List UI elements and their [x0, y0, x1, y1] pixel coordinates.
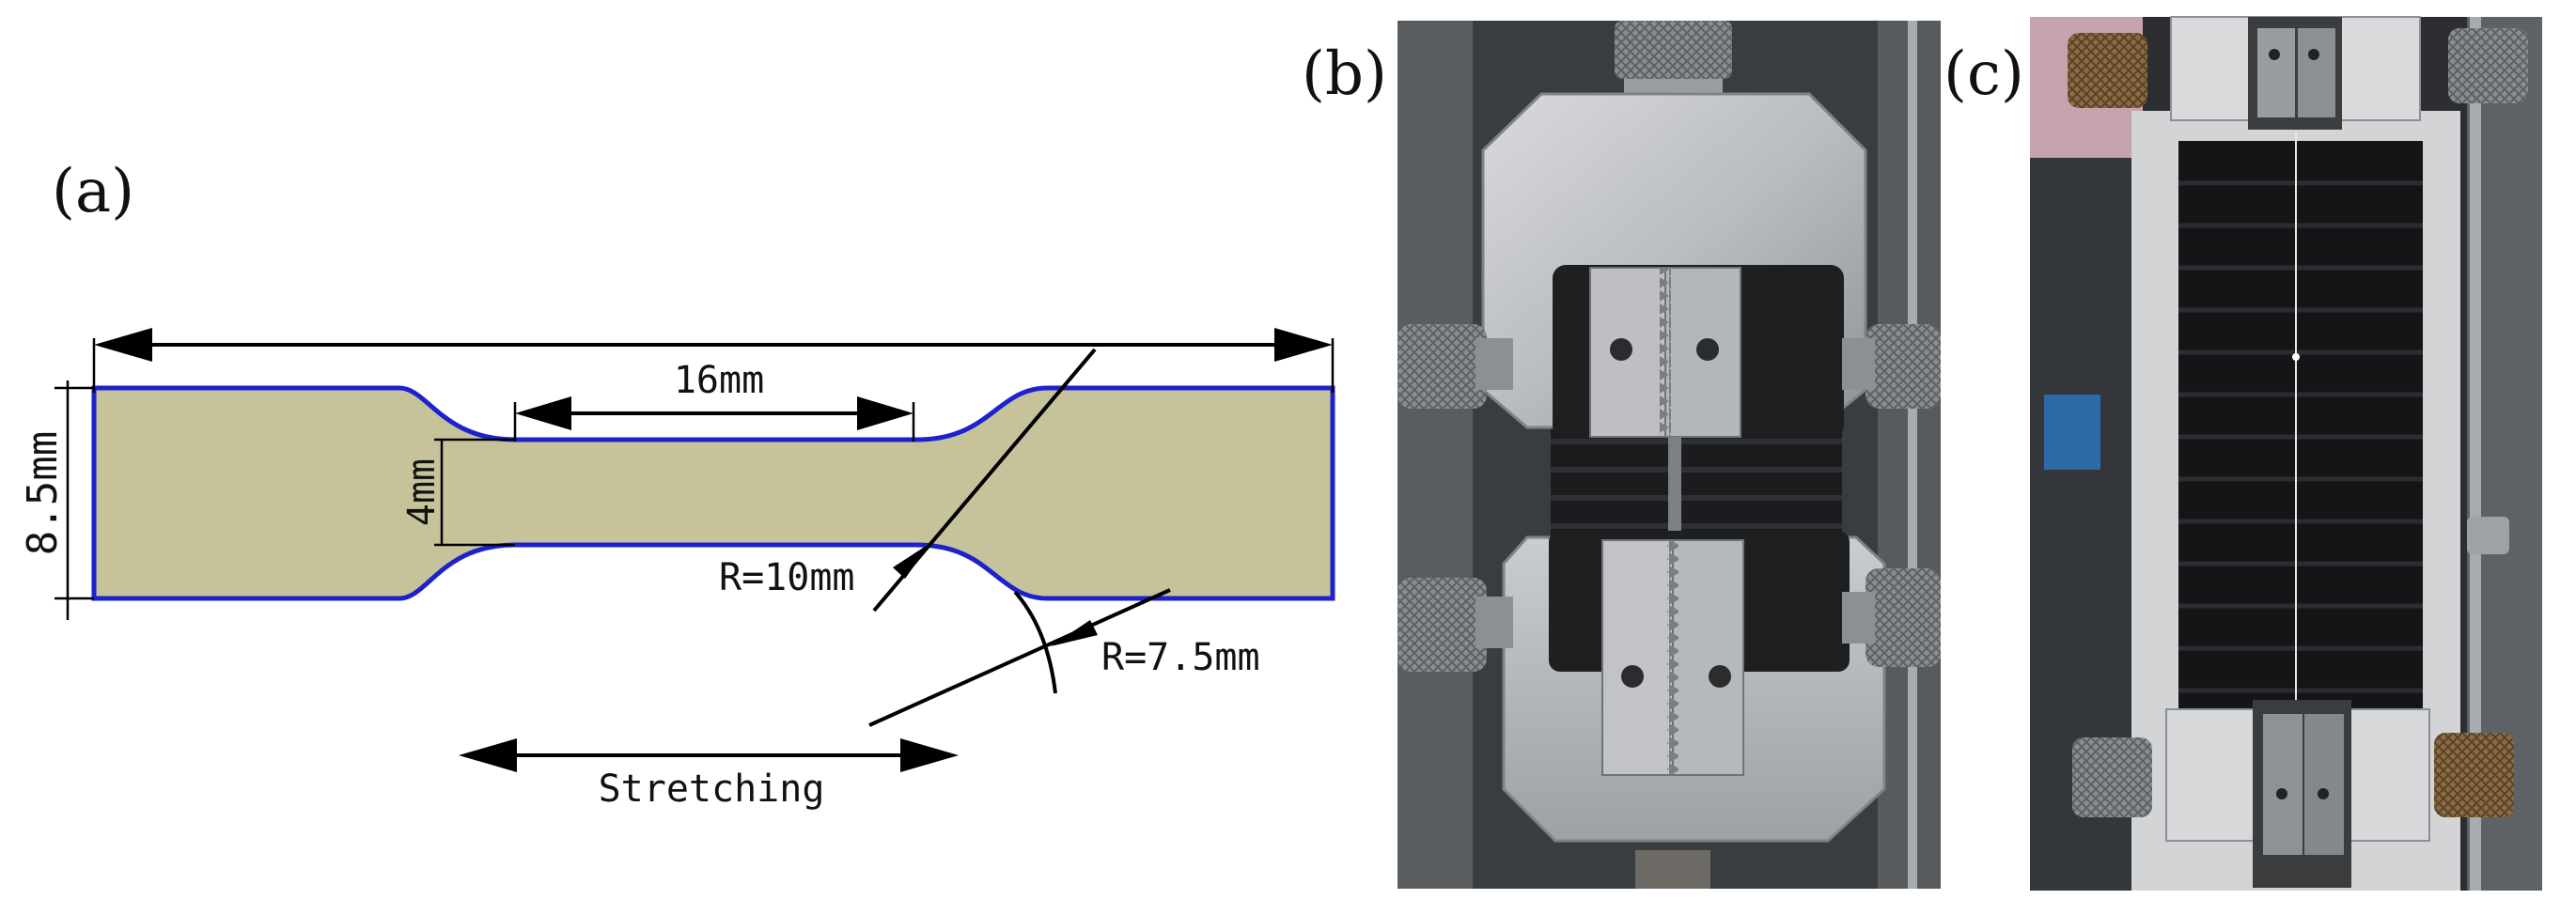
- arrow-head-left-icon: [459, 738, 517, 772]
- gauge-width-dimension: 4mm: [400, 438, 515, 547]
- arrow-head-right-icon: [857, 396, 913, 430]
- arrow-head-right-icon: [1274, 328, 1333, 362]
- photo-c: [2030, 16, 2542, 891]
- arrow-head-left-icon: [94, 328, 152, 362]
- arrow-head-right-icon: [900, 738, 959, 772]
- arrow-head-left-icon: [515, 396, 571, 430]
- stretching-label: Stretching: [599, 768, 825, 811]
- panel-c-label: (c): [1944, 39, 2024, 109]
- arrow-head-icon: [893, 543, 930, 579]
- total-width-label: 8.5mm: [19, 431, 67, 555]
- outer-radius-label: R=7.5mm: [1101, 636, 1260, 679]
- panel-b: (b): [1302, 21, 1941, 889]
- photo-b: [1397, 21, 1941, 889]
- panel-b-label: (b): [1302, 39, 1387, 109]
- panel-a-label: (a): [52, 157, 134, 226]
- outer-radius-dimension: R=7.5mm: [868, 588, 1260, 727]
- overall-length-dimension: [92, 328, 1335, 393]
- panel-c: (c): [1944, 16, 2542, 891]
- inner-radius-dimension: R=10mm: [719, 348, 1097, 613]
- gauge-length-label: 16mm: [674, 359, 764, 402]
- gauge-width-label: 4mm: [400, 458, 444, 526]
- panel-a: (a) 8.5mm 16mm: [19, 157, 1335, 811]
- arrow-head-icon: [1051, 620, 1098, 646]
- stretching-direction: Stretching: [459, 738, 959, 811]
- total-width-dimension: 8.5mm: [19, 380, 94, 620]
- specimen-shape: [91, 385, 1335, 601]
- gauge-length-dimension: 16mm: [513, 359, 915, 442]
- inner-radius-label: R=10mm: [719, 556, 855, 599]
